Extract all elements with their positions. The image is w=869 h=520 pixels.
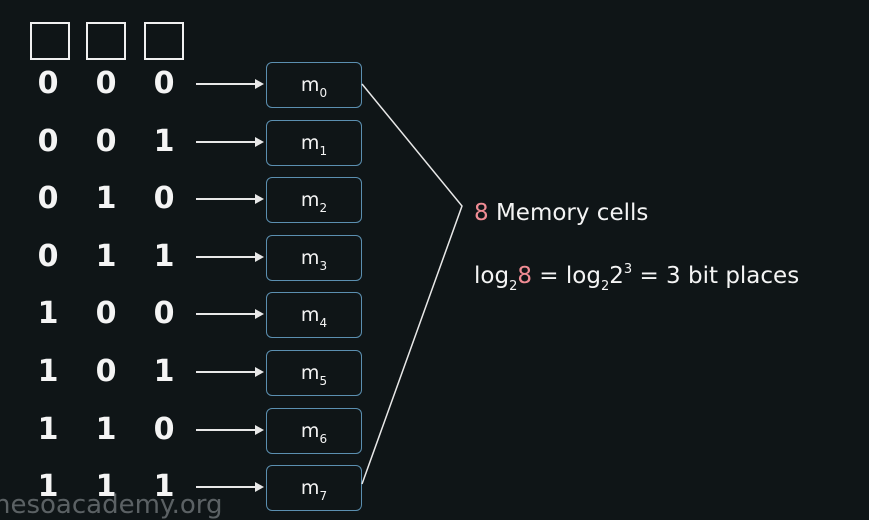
formula-result: = 3 bit places bbox=[632, 263, 800, 289]
arrow-line bbox=[196, 428, 258, 431]
cell-index: 0 bbox=[319, 86, 328, 100]
cell-index: 6 bbox=[319, 431, 328, 446]
arrow-line bbox=[196, 255, 258, 258]
memory-cell: m4 bbox=[266, 292, 362, 339]
memory-cell: m7 bbox=[266, 465, 362, 512]
address-bit: 1 bbox=[153, 469, 175, 505]
memory-cell-label: m4 bbox=[267, 304, 361, 330]
watermark: nesoacademy.org bbox=[0, 490, 223, 520]
power-base: 2 bbox=[609, 263, 624, 289]
cell-name: m bbox=[300, 477, 320, 500]
address-bit: 0 bbox=[153, 66, 175, 101]
arrow-head-icon bbox=[255, 79, 264, 89]
arrow-head-icon bbox=[255, 367, 264, 377]
bit-box-0 bbox=[30, 22, 70, 60]
memory-cell: m0 bbox=[266, 62, 362, 108]
memory-count-label: Memory cells bbox=[488, 200, 649, 226]
arrow-line bbox=[196, 140, 258, 143]
memory-cell-label: m6 bbox=[267, 420, 361, 446]
memory-cell-label: m3 bbox=[267, 247, 361, 273]
log-base-1: 2 bbox=[509, 279, 518, 294]
memory-cells-label: 8 Memory cells bbox=[474, 200, 648, 226]
address-bit: 1 bbox=[153, 354, 175, 389]
cell-name: m bbox=[300, 131, 320, 154]
cell-name: m bbox=[300, 246, 320, 269]
memory-count: 8 bbox=[474, 200, 489, 226]
address-bit: 0 bbox=[37, 238, 59, 274]
address-bit: 0 bbox=[37, 181, 59, 217]
arrow-head-icon bbox=[255, 424, 264, 435]
address-bit: 1 bbox=[153, 238, 175, 274]
address-bit: 0 bbox=[153, 296, 175, 332]
cell-index: 7 bbox=[319, 489, 328, 504]
address-bit: 0 bbox=[153, 411, 175, 447]
cell-index: 5 bbox=[319, 374, 328, 388]
cell-index: 3 bbox=[319, 258, 328, 273]
bit-places-formula: log28 = log223 = 3 bit places bbox=[474, 262, 799, 294]
cell-name: m bbox=[300, 304, 320, 327]
arrow-line bbox=[196, 313, 258, 316]
memory-cell-label: m7 bbox=[267, 477, 361, 503]
cell-index: 2 bbox=[319, 201, 328, 216]
memory-cell-label: m2 bbox=[267, 189, 361, 215]
power-exponent: 3 bbox=[623, 262, 633, 277]
address-bit: 1 bbox=[37, 296, 59, 332]
memory-row: 1 0 1 m5 bbox=[0, 350, 370, 396]
memory-cell: m2 bbox=[266, 177, 362, 224]
brace-lines bbox=[361, 83, 463, 485]
memory-cell: m6 bbox=[266, 407, 362, 454]
bit-box-2 bbox=[144, 22, 184, 60]
arrow-head-icon bbox=[255, 482, 264, 493]
address-bit: 1 bbox=[37, 354, 59, 389]
address-bit: 1 bbox=[37, 411, 59, 447]
memory-cell-label: m5 bbox=[267, 362, 361, 388]
cell-name: m bbox=[300, 189, 320, 212]
memory-cell-label: m1 bbox=[267, 132, 361, 158]
memory-cell: m1 bbox=[266, 119, 362, 166]
log-text-1: log bbox=[474, 263, 510, 289]
arrow-line bbox=[196, 371, 258, 373]
address-bit: 1 bbox=[95, 469, 117, 505]
address-bit: 0 bbox=[95, 354, 117, 389]
address-bit: 1 bbox=[95, 181, 117, 217]
address-bit: 0 bbox=[95, 66, 117, 101]
memory-cell-label: m0 bbox=[267, 74, 361, 100]
address-bit: 1 bbox=[37, 469, 59, 505]
bit-box-1 bbox=[86, 22, 126, 60]
arrow-head-icon bbox=[255, 309, 264, 320]
arrow-line bbox=[196, 83, 258, 85]
log-base-2: 2 bbox=[600, 279, 610, 294]
arrow-head-icon bbox=[255, 194, 264, 205]
address-bit: 0 bbox=[95, 296, 117, 332]
cell-name: m bbox=[300, 419, 320, 442]
arrow-line bbox=[196, 486, 258, 489]
address-bit: 0 bbox=[95, 123, 117, 159]
address-bit: 1 bbox=[95, 411, 117, 447]
arrow-line bbox=[196, 198, 258, 201]
log-value: 8 bbox=[517, 263, 532, 289]
address-bit: 0 bbox=[153, 181, 175, 217]
arrow-head-icon bbox=[255, 136, 264, 147]
cell-name: m bbox=[300, 362, 320, 384]
memory-cell: m3 bbox=[266, 234, 362, 281]
address-bit: 1 bbox=[95, 238, 117, 274]
address-bit: 0 bbox=[37, 123, 59, 159]
address-bit: 1 bbox=[153, 123, 175, 159]
arrow-head-icon bbox=[255, 251, 264, 262]
cell-index: 4 bbox=[319, 316, 328, 331]
cell-name: m bbox=[300, 74, 320, 96]
address-bit: 0 bbox=[37, 66, 59, 101]
memory-cell: m5 bbox=[266, 350, 362, 396]
cell-index: 1 bbox=[319, 143, 328, 158]
equals-log-text: = log bbox=[531, 263, 601, 289]
